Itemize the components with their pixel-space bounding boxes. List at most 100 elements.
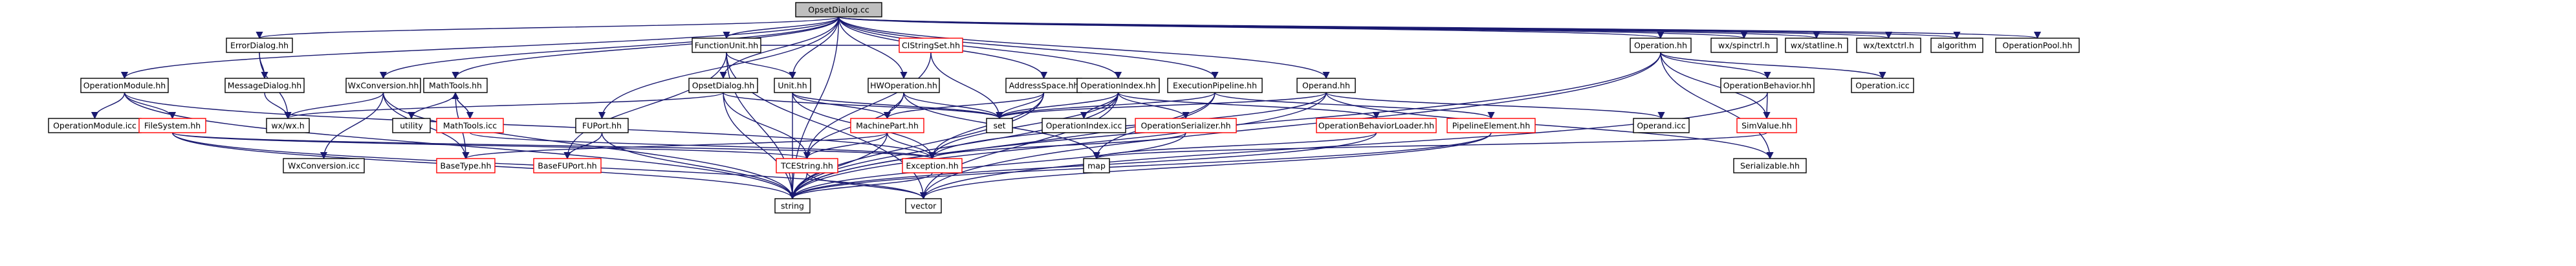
edge-mathtoolsicc-to-mathtools [452,91,471,119]
node-mathtoolsicc[interactable]: MathTools.icc [436,118,504,133]
node-executionpipeline[interactable]: ExecutionPipeline.hh [1167,78,1263,93]
node-string-label: string [781,201,804,211]
node-operationpool-label: OperationPool.hh [2003,41,2073,50]
node-map[interactable]: map [1083,158,1110,173]
node-cistringset[interactable]: CIStringSet.hh [899,38,963,53]
node-mathtools[interactable]: MathTools.hh [423,78,488,93]
node-utility-box [392,118,431,133]
node-wxconversionicc[interactable]: WxConversion.icc [283,158,365,173]
node-wxspinctrl[interactable]: wx/spinctrl.h [1710,38,1778,53]
node-operationbehavior[interactable]: OperationBehavior.hh [1720,78,1815,93]
node-wxwx[interactable]: wx/wx.h [266,118,310,133]
node-operationbehavior-label: OperationBehavior.hh [1723,81,1811,91]
node-machinepart[interactable]: MachinePart.hh [850,118,924,133]
edge-operand-to-set [996,92,1327,120]
node-operationindex[interactable]: OperationIndex.hh [1076,78,1160,93]
node-tcestring-box [776,158,838,173]
node-set-box [986,118,1013,133]
node-fuport[interactable]: FUPort.hh [575,118,629,133]
node-operationpool-box [1995,38,2080,53]
node-operationindex-label: OperationIndex.hh [1080,81,1155,91]
node-string[interactable]: string [774,198,811,214]
node-hwoperation-box [868,78,940,93]
node-operationmodule-box [80,78,169,93]
graph-edges [91,16,2040,200]
edge-machinepart-to-tcestring [803,132,888,160]
node-vector[interactable]: vector [905,198,942,214]
node-wxstatline-box [1785,38,1848,53]
node-wxconversion[interactable]: WxConversion.hh [345,78,421,93]
edge-functionunit-to-unit [726,52,796,80]
node-algorithm[interactable]: algorithm [1930,38,1983,53]
node-wxstatline[interactable]: wx/statline.h [1785,38,1848,53]
node-fuport-label: FUPort.hh [582,121,622,131]
node-errordialog[interactable]: ErrorDialog.hh [226,38,293,53]
edge-operationhh-to-operationicc [1660,52,1886,80]
edge-cistringset-to-set [930,52,1003,120]
node-operationindexicc-label: OperationIndex.icc [1046,121,1122,131]
node-operationmodule[interactable]: OperationModule.hh [80,78,169,93]
edge-operationmodule-to-exception [124,92,936,160]
node-wxconversion-label: WxConversion.hh [348,81,419,91]
node-operationbehaviorloader-box [1316,118,1437,133]
node-addressspace[interactable]: AddressSpace.hh [1005,78,1082,93]
node-errordialog-box [226,38,293,53]
node-set[interactable]: set [986,118,1013,133]
node-serializable[interactable]: Serializable.hh [1733,158,1807,173]
node-opsetdialoghh[interactable]: OpsetDialog.hh [688,78,758,93]
node-filesystem[interactable]: FileSystem.hh [138,118,206,133]
edge-unit-to-machinepart [792,92,891,120]
node-root[interactable]: OpsetDialog.cc [795,2,882,17]
node-root-box [795,2,882,17]
edge-operationindex-to-exception [928,92,1119,160]
node-operandicc[interactable]: Operand.icc [1633,118,1690,133]
node-pipelineelement-label: PipelineElement.hh [1452,121,1531,131]
edge-root-to-fuport [598,16,840,120]
node-operationicc[interactable]: Operation.icc [1851,78,1914,93]
node-basefuport[interactable]: BaseFUPort.hh [533,158,602,173]
node-messagedialog[interactable]: MessageDialog.hh [224,78,305,93]
node-operandicc-box [1633,118,1690,133]
node-operand[interactable]: Operand.hh [1296,78,1356,93]
node-basetype[interactable]: BaseType.hh [436,158,496,173]
node-algorithm-label: algorithm [1937,41,1976,50]
node-utility[interactable]: utility [392,118,431,133]
edge-fuport-to-basefuport [563,132,603,160]
node-utility-label: utility [400,121,423,131]
node-hwoperation[interactable]: HWOperation.hh [868,78,940,93]
node-wxtextctrl[interactable]: wx/textctrl.h [1856,38,1921,53]
node-operationmoduleicc[interactable]: OperationModule.icc [48,118,142,133]
edge-mathtools-to-utility [408,92,456,120]
node-wxconversion-box [345,78,421,93]
edge-operationhh-to-serializable [1660,52,1774,160]
node-operationbehaviorloader[interactable]: OperationBehaviorLoader.hh [1316,118,1437,133]
node-tcestring[interactable]: TCEString.hh [776,158,838,173]
node-operationhh[interactable]: Operation.hh [1630,38,1692,53]
node-exception[interactable]: Exception.hh [902,158,963,173]
node-operationindexicc[interactable]: OperationIndex.icc [1042,118,1126,133]
node-algorithm-box [1930,38,1983,53]
edge-machinepart-to-string [789,132,888,200]
node-functionunit[interactable]: FunctionUnit.hh [692,38,761,53]
node-pipelineelement[interactable]: PipelineElement.hh [1446,118,1536,133]
node-functionunit-box [692,38,761,53]
node-functionunit-label: FunctionUnit.hh [695,41,758,50]
edge-root-to-operationmodule [121,16,840,80]
edge-operand-to-serializable [1326,92,1774,160]
node-operationmoduleicc-label: OperationModule.icc [53,121,136,131]
node-operationserializer[interactable]: OperationSerializer.hh [1135,118,1237,133]
node-operationserializer-label: OperationSerializer.hh [1141,121,1230,131]
edge-operand-to-string [789,92,1327,200]
node-fuport-box [575,118,629,133]
node-unit[interactable]: Unit.hh [774,78,811,93]
edge-opsetdialoghh-to-wxwx [284,92,724,120]
node-wxwx-label: wx/wx.h [271,121,304,131]
node-wxspinctrl-label: wx/spinctrl.h [1718,41,1770,50]
node-executionpipeline-label: ExecutionPipeline.hh [1173,81,1257,91]
node-wxtextctrl-box [1856,38,1921,53]
node-tcestring-label: TCEString.hh [780,161,833,171]
node-operationbehavior-box [1720,78,1815,93]
node-simvalue[interactable]: SimValue.hh [1736,118,1797,133]
node-operationpool[interactable]: OperationPool.hh [1995,38,2080,53]
node-map-box [1083,158,1110,173]
